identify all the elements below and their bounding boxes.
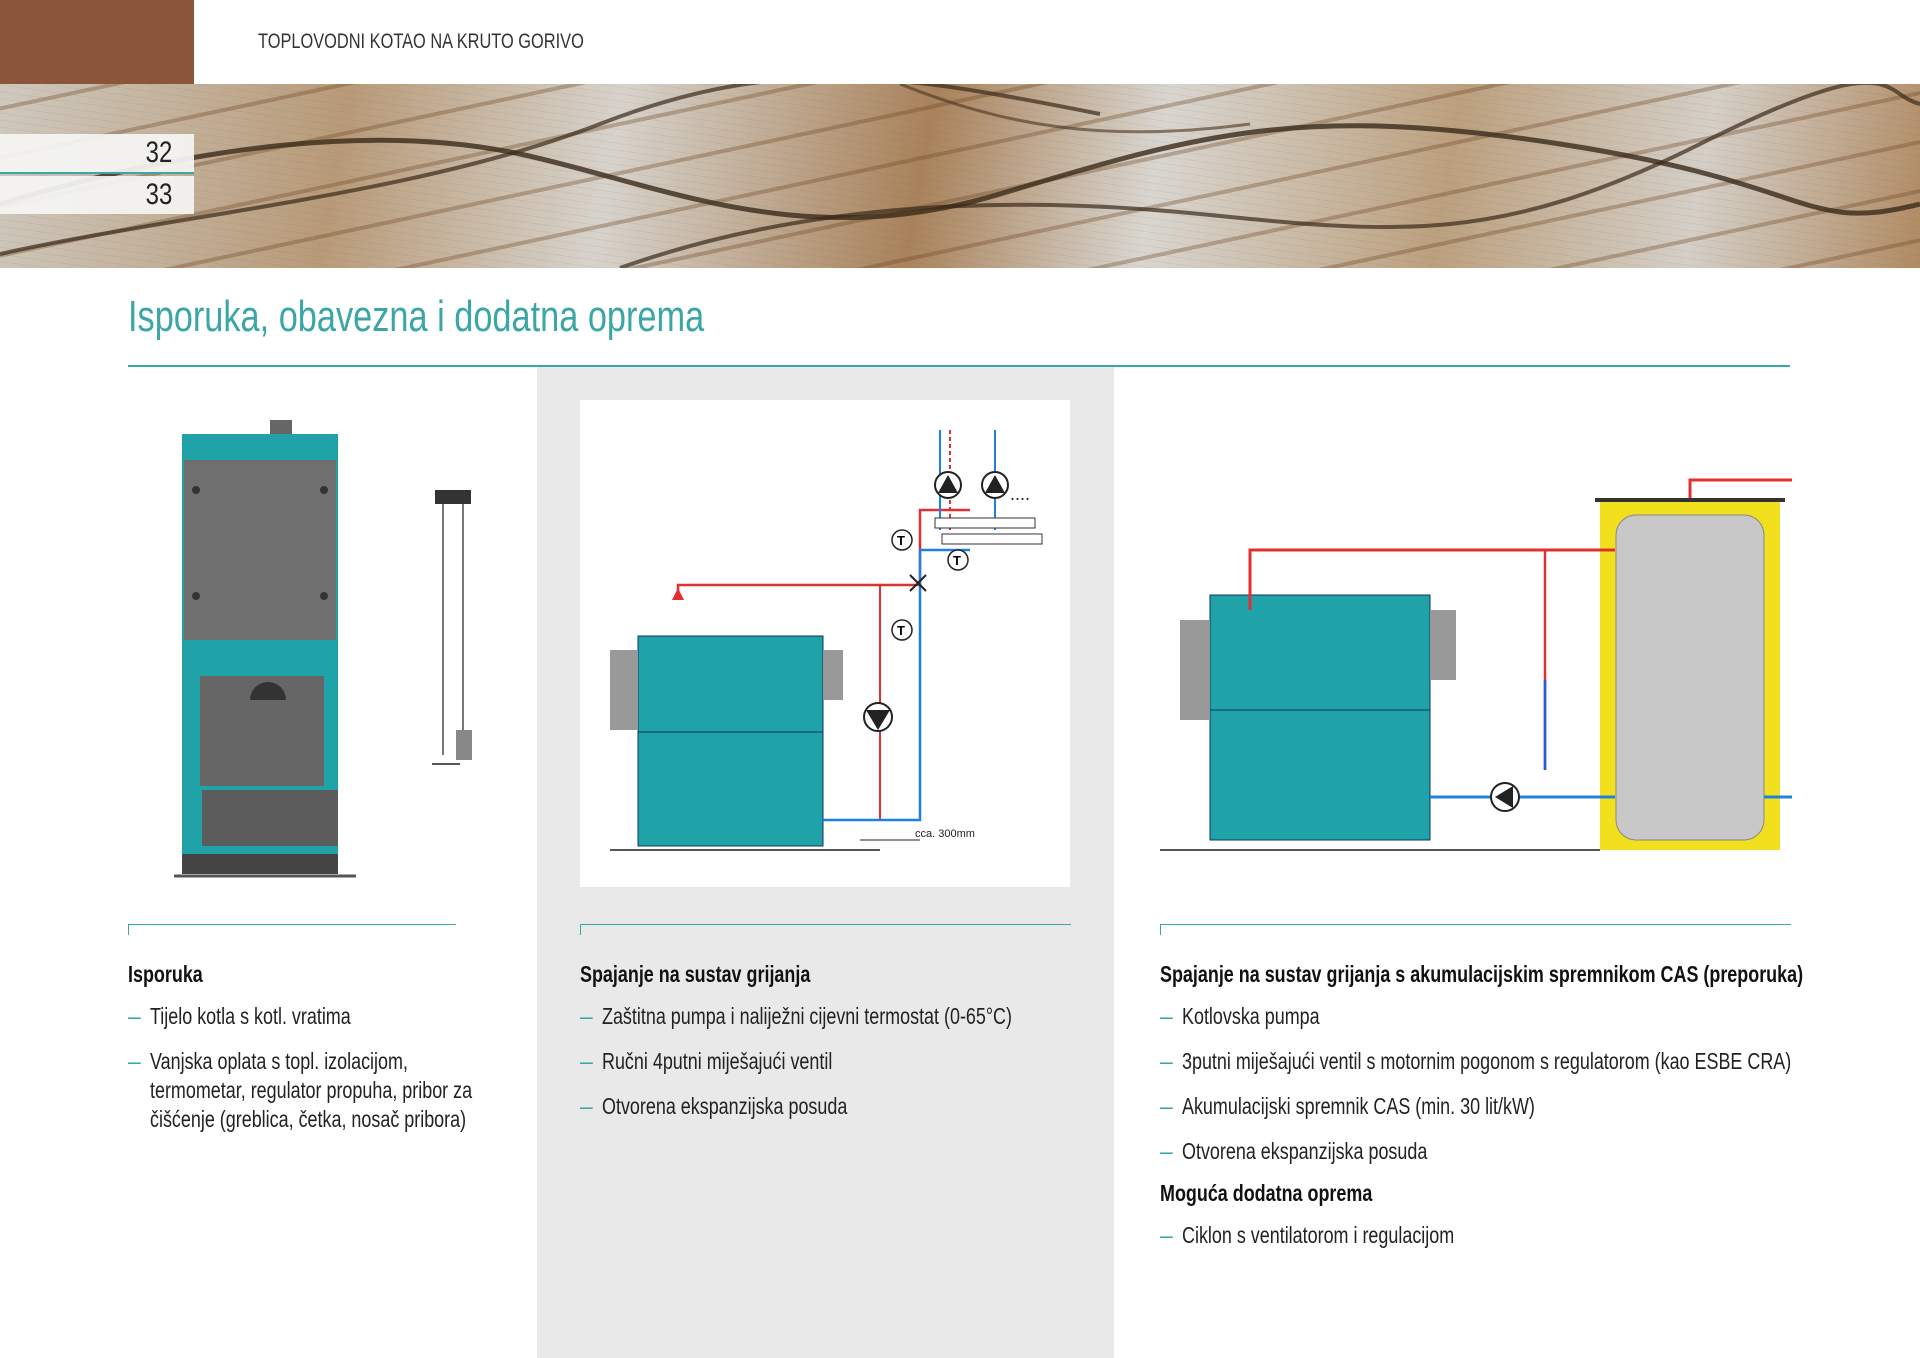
column-heading: Spajanje na sustav grijanja xyxy=(580,961,811,987)
list-item: –3putni miješajući ventil s motornim pog… xyxy=(1160,1048,1792,1074)
column-heading: Isporuka xyxy=(128,961,203,987)
heating-connection-diagram: .... T T T cca. 300mm xyxy=(580,400,1070,887)
page-number-33: 33 xyxy=(0,176,194,214)
list-item: –Tijelo kotla s kotl. vratima xyxy=(128,1003,351,1029)
document-header: TOPLOVODNI KOTAO NA KRUTO GORIVO xyxy=(258,30,676,54)
thermostat-symbol: T xyxy=(897,623,905,638)
optional-equipment-heading: Moguća dodatna oprema xyxy=(1160,1180,1373,1206)
list-item: –Vanjska oplata s topl. izolacijom,termo… xyxy=(128,1048,473,1132)
delivery-column: Isporuka –Tijelo kotla s kotl. vratima –… xyxy=(128,961,473,1150)
wood-texture-banner xyxy=(0,84,1920,268)
svg-text:....: .... xyxy=(1010,484,1030,504)
distance-label: cca. 300mm xyxy=(915,828,975,840)
thermostat-symbol: T xyxy=(897,533,905,548)
header-title: TOPLOVODNI KOTAO NA KRUTO GORIVO xyxy=(258,30,584,53)
wood-grain-lines xyxy=(0,84,1920,268)
list-item: –Ručni 4putni miješajući ventil xyxy=(580,1048,833,1074)
column-divider xyxy=(580,924,1071,935)
list-item: –Otvorena ekspanzijska posuda xyxy=(1160,1138,1428,1164)
column-heading: Spajanje na sustav grijanja s akumulacij… xyxy=(1160,961,1804,987)
brand-block xyxy=(0,0,194,84)
boiler-illustration xyxy=(174,420,472,878)
column-divider xyxy=(128,924,456,935)
column-divider xyxy=(1160,924,1791,935)
thermostat-symbol: T xyxy=(953,553,961,568)
list-item: –Akumulacijski spremnik CAS (min. 30 lit… xyxy=(1160,1093,1535,1119)
list-item: –Otvorena ekspanzijska posuda xyxy=(580,1093,848,1119)
list-item: –Kotlovska pumpa xyxy=(1160,1003,1320,1029)
cas-connection-column: Spajanje na sustav grijanja s akumulacij… xyxy=(1160,961,1804,1266)
accumulation-tank-diagram xyxy=(1160,478,1792,851)
page-number-32: 32 xyxy=(0,134,194,174)
heating-connection-column: Spajanje na sustav grijanja –Zaštitna pu… xyxy=(580,961,1080,1137)
list-item: –Ciklon s ventilatorom i regulacijom xyxy=(1160,1222,1455,1248)
section-title: Isporuka, obavezna i dodatna oprema xyxy=(128,292,705,341)
list-item: –Zaštitna pumpa i naliježni cijevni term… xyxy=(580,1003,1012,1029)
title-divider xyxy=(128,365,1790,367)
